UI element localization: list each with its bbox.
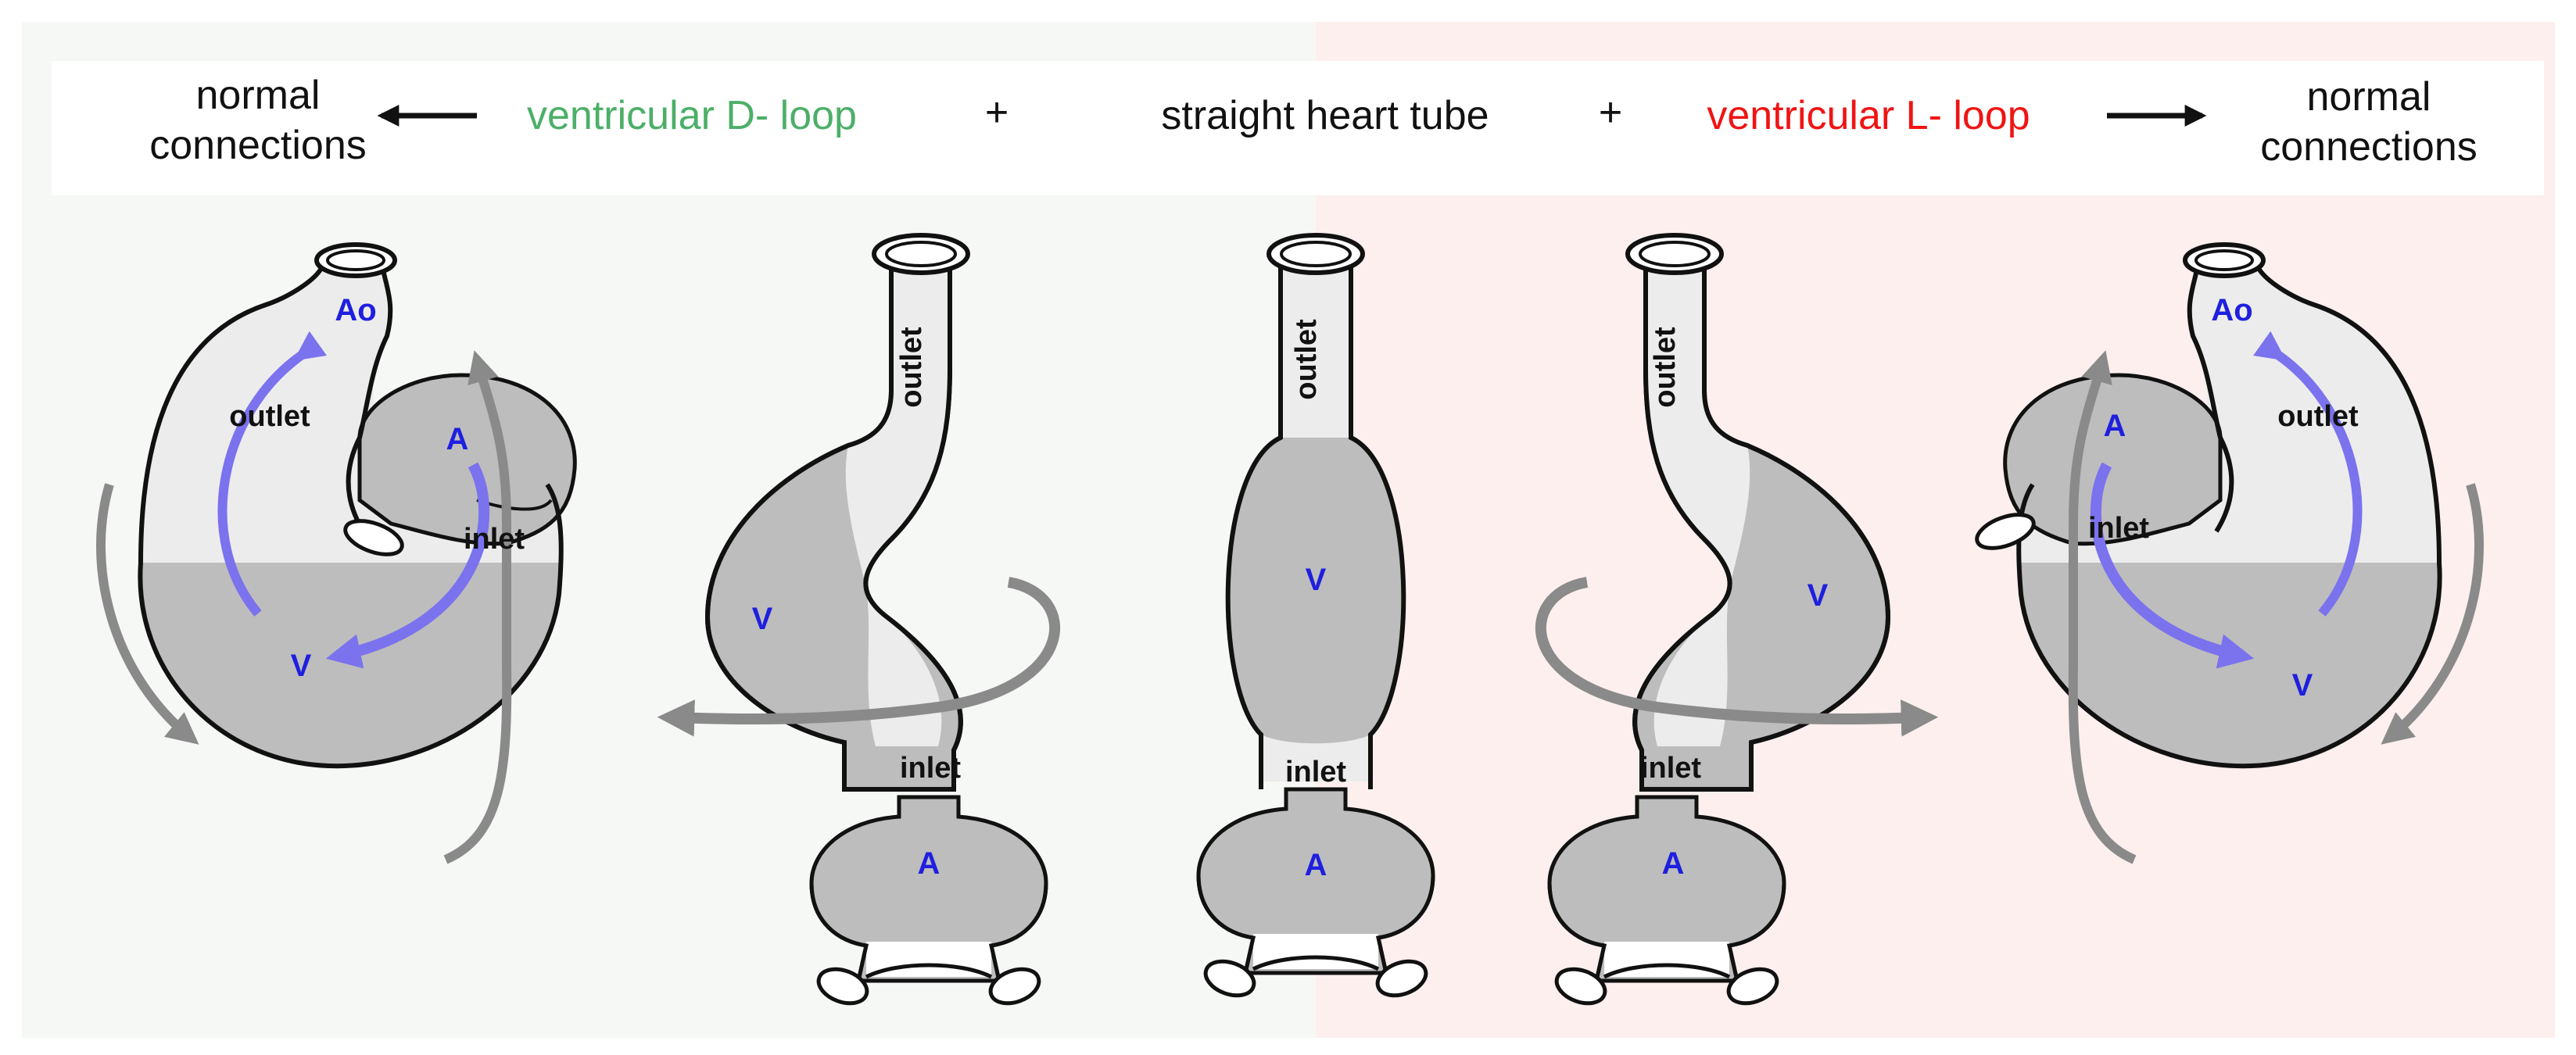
outlet-label-d-tube: outlet (895, 327, 928, 408)
inlet-label-straight: inlet (1285, 756, 1346, 789)
atrium-label-d-tube: A (918, 846, 940, 881)
inlet-label-d-tube: inlet (900, 752, 961, 785)
outlet-label-l-loop: outlet (2277, 400, 2359, 433)
flow-arrow-l-inlet-icon (2090, 462, 2255, 669)
rotation-arrow-l-up-icon (2068, 350, 2137, 864)
aorta-label-d-loop: Ao (335, 293, 376, 327)
aorta-label-l-loop: Ao (2211, 293, 2252, 327)
ventricular-l-loop-label: ventricular L- loop (1707, 93, 2030, 138)
atrium-label-l-tube: A (1662, 846, 1685, 881)
outlet-label-d-loop: outlet (229, 400, 310, 433)
ventricle-label-straight: V (1306, 563, 1327, 597)
inlet-label-l-tube: inlet (1640, 752, 1701, 785)
l-loop-tube (1550, 233, 1891, 1010)
ventricle-label-d-tube: V (752, 602, 773, 636)
plus-sign-right: + (1598, 90, 1623, 135)
ventricle-label-l-tube: V (1807, 578, 1829, 613)
atrium-label-l-loop: A (2104, 409, 2126, 443)
d-loop-tube (704, 233, 1046, 1010)
outlet-label-l-tube: outlet (1649, 327, 1682, 408)
l-loop-rotation-arrow (1535, 577, 1939, 737)
normal-connections-right-label: normal connections (2260, 74, 2477, 170)
straight-heart-tube-label: straight heart tube (1161, 93, 1489, 138)
normal-connections-left-label: normal connections (149, 73, 367, 168)
atrium-label-d-loop: A (446, 422, 469, 456)
flow-arrow-d-outlet-icon (217, 331, 328, 617)
ventricular-d-loop-label: ventricular D- loop (527, 93, 857, 138)
looped-heart-l-loop (1975, 242, 2442, 769)
straight-heart-tube (1198, 233, 1433, 1002)
rotation-arrow-d-up-icon (443, 350, 512, 864)
inlet-label-l-loop: inlet (2088, 512, 2149, 545)
header-bar (52, 61, 2544, 195)
d-loop-rotation-arrow (657, 577, 1061, 737)
rotation-arrow-l-right-icon (2381, 483, 2485, 745)
plus-sign-left: + (984, 90, 1009, 135)
ventricle-label-l-loop: V (2292, 668, 2313, 703)
atrium-label-straight: A (1305, 848, 1327, 882)
flow-arrow-l-outlet-icon (2252, 331, 2363, 617)
ventricle-label-d-loop: V (291, 649, 312, 683)
rotation-arrow-d-left-icon (95, 483, 199, 745)
outlet-label-straight: outlet (1290, 319, 1323, 400)
inlet-label-d-loop: inlet (464, 523, 525, 556)
flow-arrow-d-inlet-icon (325, 462, 490, 669)
